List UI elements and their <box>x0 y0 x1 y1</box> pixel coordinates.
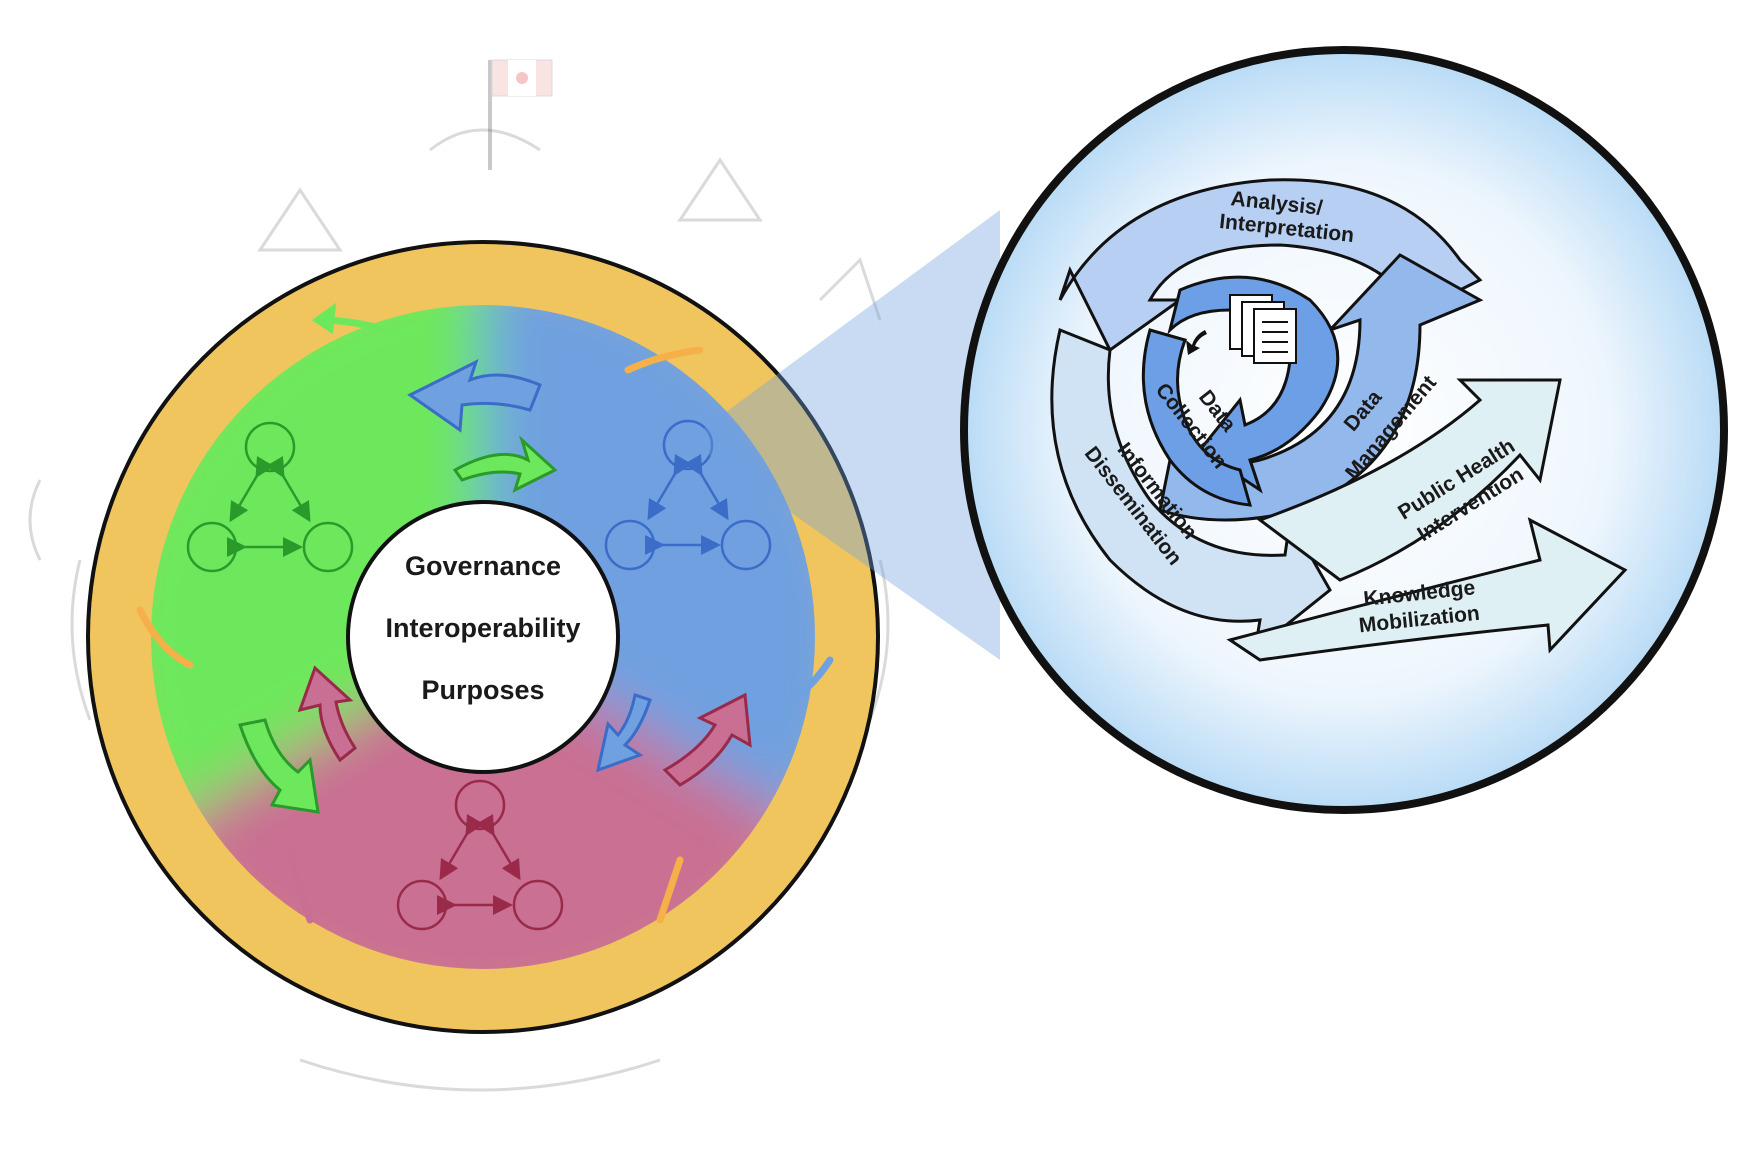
blue-to-pink-arrow <box>595 693 652 773</box>
public-health-intervention-arrow <box>1256 378 1562 582</box>
pink-to-green-arrow <box>297 665 357 763</box>
green-to-pink-arrow <box>238 718 320 814</box>
data-collection-tail <box>1141 328 1253 507</box>
canadian-flag-icon <box>488 59 553 170</box>
network-triangle-icon <box>186 421 354 573</box>
ring-flow-arrows <box>136 302 834 924</box>
pink-to-blue-arrow <box>662 692 752 787</box>
small-curl-arrow <box>1186 330 1207 355</box>
blue-to-green-arrow <box>407 359 542 433</box>
magnifier-beam <box>688 210 1000 660</box>
green-to-blue-arrow <box>452 435 558 493</box>
network-triangle-icon <box>604 419 772 571</box>
documents-icon <box>1229 294 1297 364</box>
governance-label: Governance <box>405 551 561 581</box>
analysis-arc <box>1058 178 1483 353</box>
center-circle <box>346 500 620 774</box>
interoperability-label: Interoperability <box>385 613 580 643</box>
network-triangle-icon <box>396 779 564 931</box>
background-sketch <box>28 128 890 1092</box>
purposes-label: Purposes <box>421 675 544 705</box>
knowledge-mobilization-arrow <box>1226 517 1628 662</box>
